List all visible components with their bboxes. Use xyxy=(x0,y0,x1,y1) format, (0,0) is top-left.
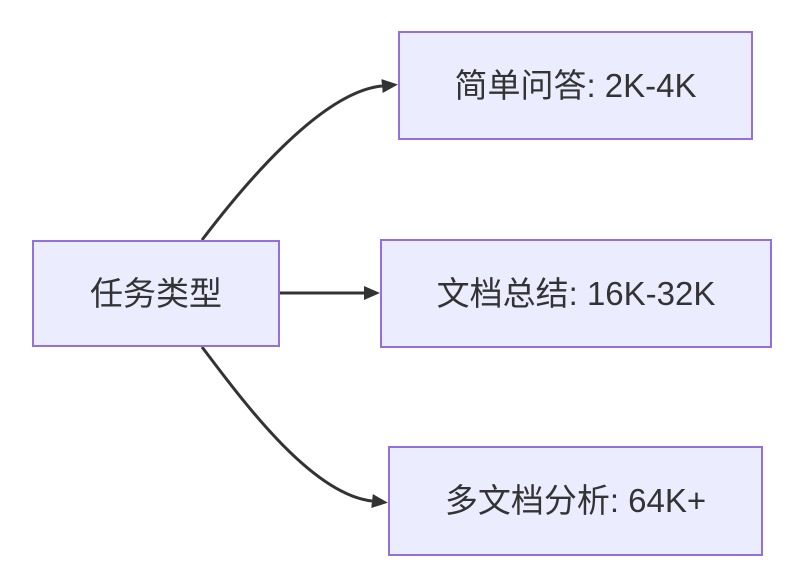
edge-root-to-simple-qa xyxy=(200,79,398,241)
node-doc-summary-label: 文档总结: 16K-32K xyxy=(436,274,716,312)
node-task-type-label: 任务类型 xyxy=(90,274,222,312)
node-multidoc-analysis: 多文档分析: 64K+ xyxy=(388,446,763,556)
node-simple-qa-label: 简单问答: 2K-4K xyxy=(454,66,697,104)
node-doc-summary: 文档总结: 16K-32K xyxy=(380,239,772,348)
node-simple-qa: 简单问答: 2K-4K xyxy=(398,31,753,140)
node-multidoc-analysis-label: 多文档分析: 64K+ xyxy=(444,482,707,520)
node-task-type: 任务类型 xyxy=(32,240,280,347)
edge-root-to-multidoc-analysis xyxy=(200,346,388,508)
